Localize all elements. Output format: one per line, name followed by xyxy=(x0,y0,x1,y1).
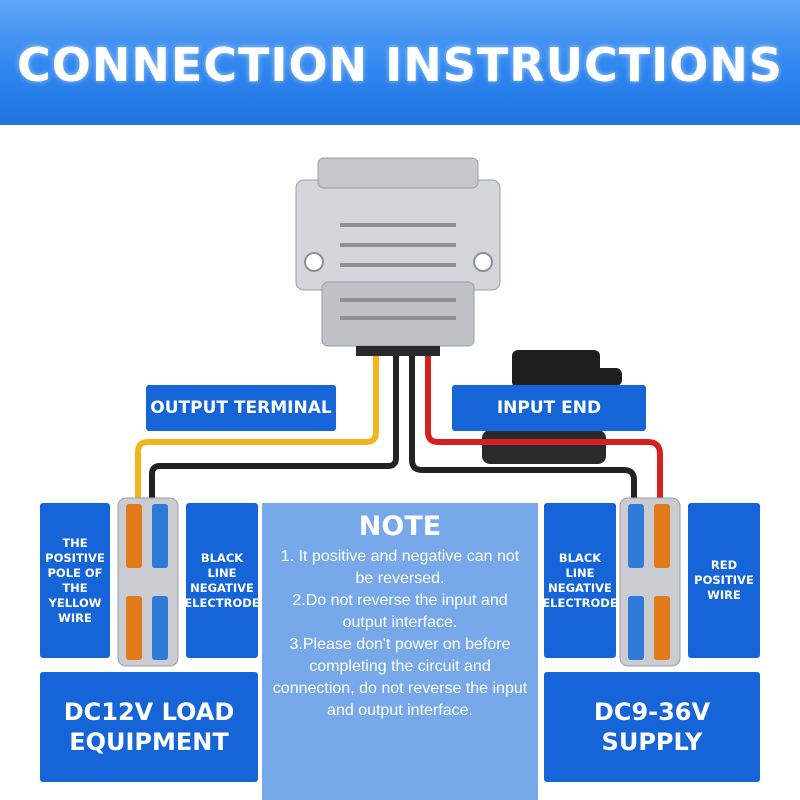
page-title: CONNECTION INSTRUCTIONS xyxy=(16,38,784,92)
supply-label: DC9-36V SUPPLY xyxy=(544,672,760,782)
output-terminal-label: OUTPUT TERMINAL xyxy=(146,385,336,431)
right-negative-label: BLACK LINE NEGATIVE ELECTRODE xyxy=(542,503,618,658)
note-item-2: 2.Do not reverse the input and output in… xyxy=(292,592,508,631)
fuse-holder-icon xyxy=(482,350,622,464)
note-item-3: 3.Please don't power on before completin… xyxy=(272,636,528,719)
left-negative-label: BLACK LINE NEGATIVE ELECTRODE xyxy=(184,503,260,658)
note-item-1: 1. It positive and negative can not be r… xyxy=(280,548,520,587)
load-equipment-label: DC12V LOAD EQUIPMENT xyxy=(40,672,258,782)
right-positive-label: RED POSITIVE WIRE xyxy=(688,503,760,658)
left-positive-label: THE POSITIVE POLE OF THE YELLOW WIRE xyxy=(40,503,110,658)
note-panel: NOTE 1. It positive and negative can not… xyxy=(262,503,538,800)
note-title: NOTE xyxy=(358,511,442,542)
left-lever-connector-icon xyxy=(117,497,179,667)
input-end-label: INPUT END xyxy=(452,385,646,431)
right-lever-connector-icon xyxy=(619,497,681,667)
converter-module-icon xyxy=(295,157,501,356)
header-banner xyxy=(0,0,800,125)
